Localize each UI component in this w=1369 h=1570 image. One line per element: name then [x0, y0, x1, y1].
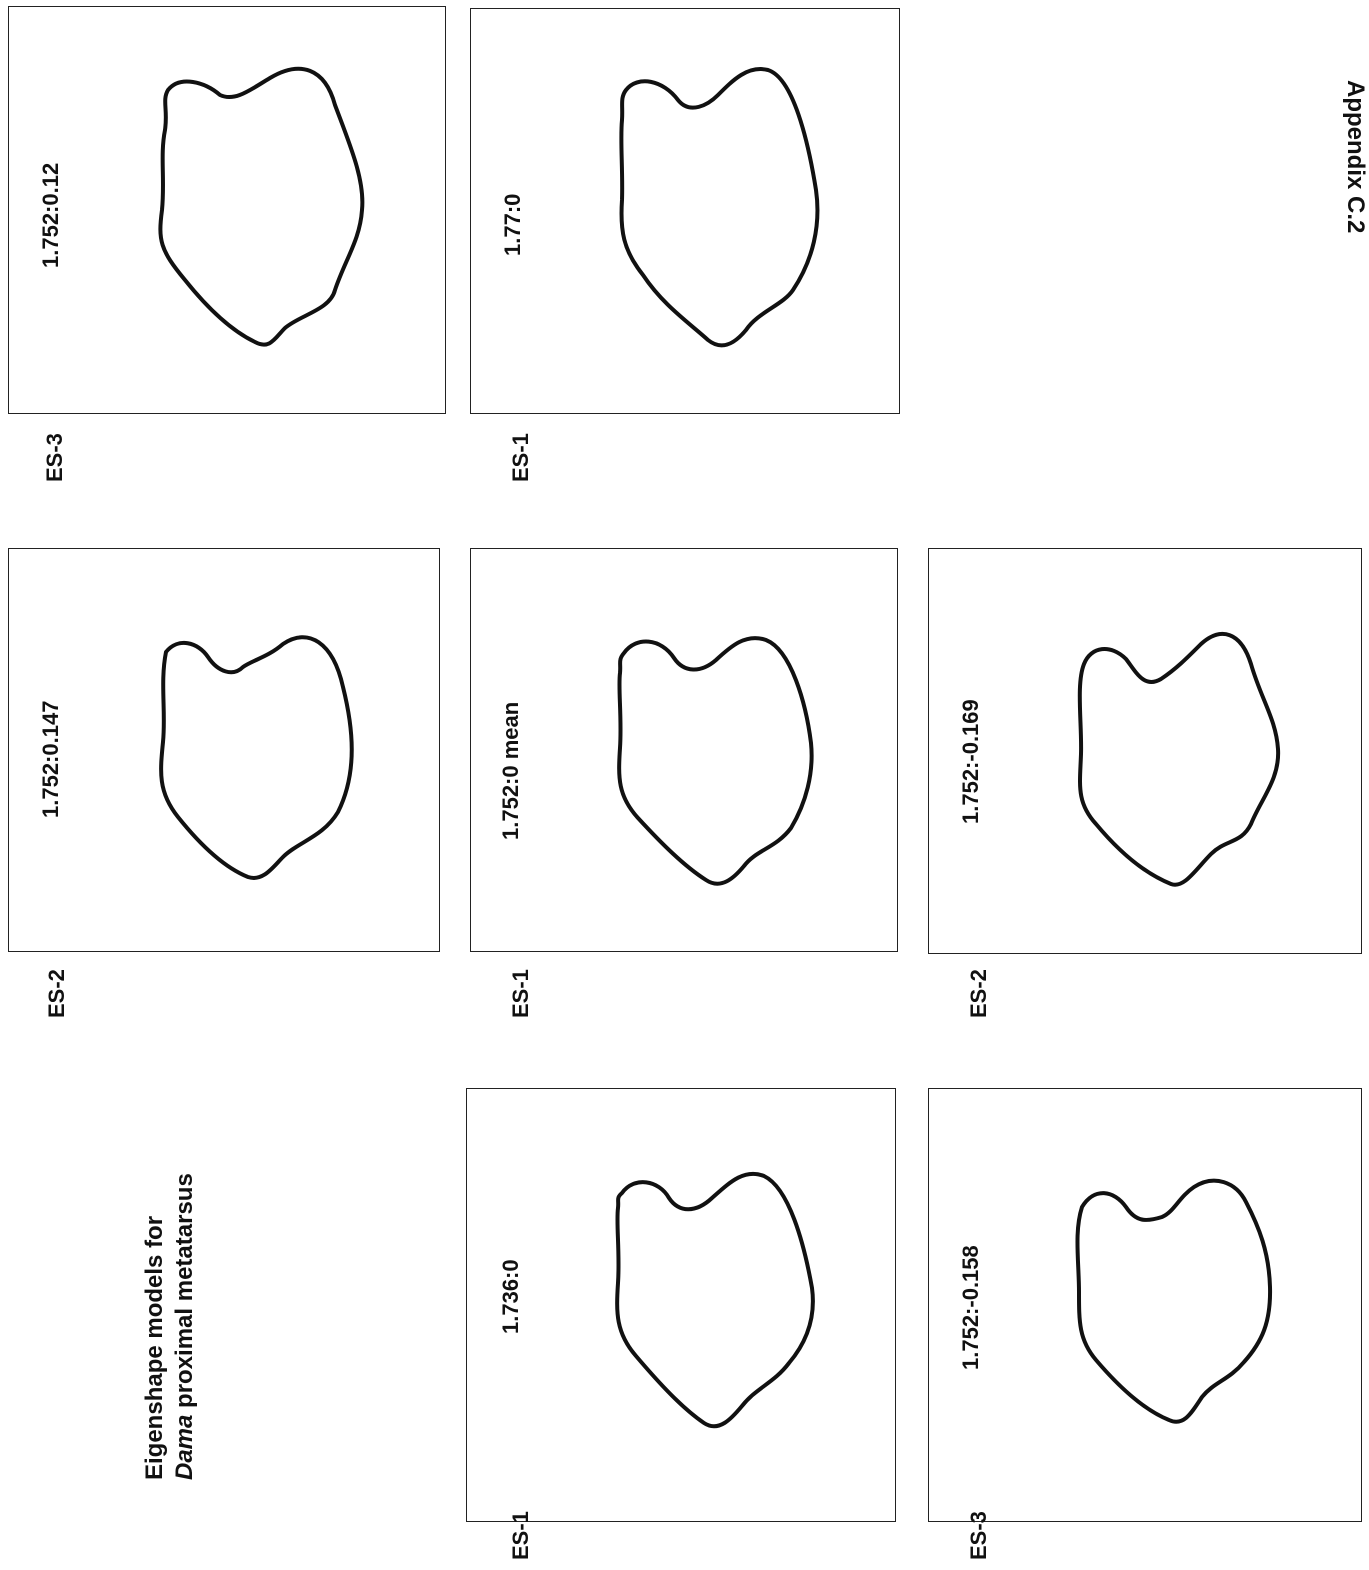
- panel-4-es-label: ES-1: [508, 969, 534, 1018]
- panel-3-value-label: 1.752:0.147: [38, 701, 64, 818]
- title-line-1: Eigenshape models for: [140, 1173, 170, 1480]
- panel-5-es-label: ES-2: [966, 969, 992, 1018]
- panel-5-value-label: 1.752:-0.169: [958, 699, 984, 824]
- panel-3-outline: [148, 632, 378, 892]
- panel-2-es-label: ES-1: [508, 433, 534, 482]
- panel-2-outline: [608, 60, 838, 360]
- panel-1-es-label: ES-3: [42, 433, 68, 482]
- panel-6-es-label: ES-1: [508, 1511, 534, 1560]
- panel-6-value-label: 1.736:0: [498, 1259, 524, 1334]
- title-line-2: Dama proximal metatarsus: [170, 1173, 200, 1480]
- panel-2-value-label: 1.77:0: [500, 194, 526, 256]
- panel-5-outline: [1066, 624, 1296, 894]
- figure-title: Eigenshape models for Dama proximal meta…: [140, 1173, 200, 1480]
- panel-4-value-label: 1.752:0 mean: [498, 702, 524, 840]
- panel-7-es-label: ES-3: [966, 1511, 992, 1560]
- title-genus: Dama: [171, 1415, 198, 1480]
- panel-1-outline: [150, 60, 380, 360]
- appendix-label: Appendix C.2: [1341, 80, 1369, 233]
- panel-7-outline: [1064, 1172, 1294, 1432]
- panel-6-outline: [604, 1168, 834, 1438]
- title-rest: proximal metatarsus: [171, 1173, 198, 1414]
- panel-4-outline: [606, 628, 836, 888]
- panel-3-es-label: ES-2: [44, 969, 70, 1018]
- panel-1-value-label: 1.752:0.12: [38, 163, 64, 268]
- panel-7-value-label: 1.752:-0.158: [958, 1245, 984, 1370]
